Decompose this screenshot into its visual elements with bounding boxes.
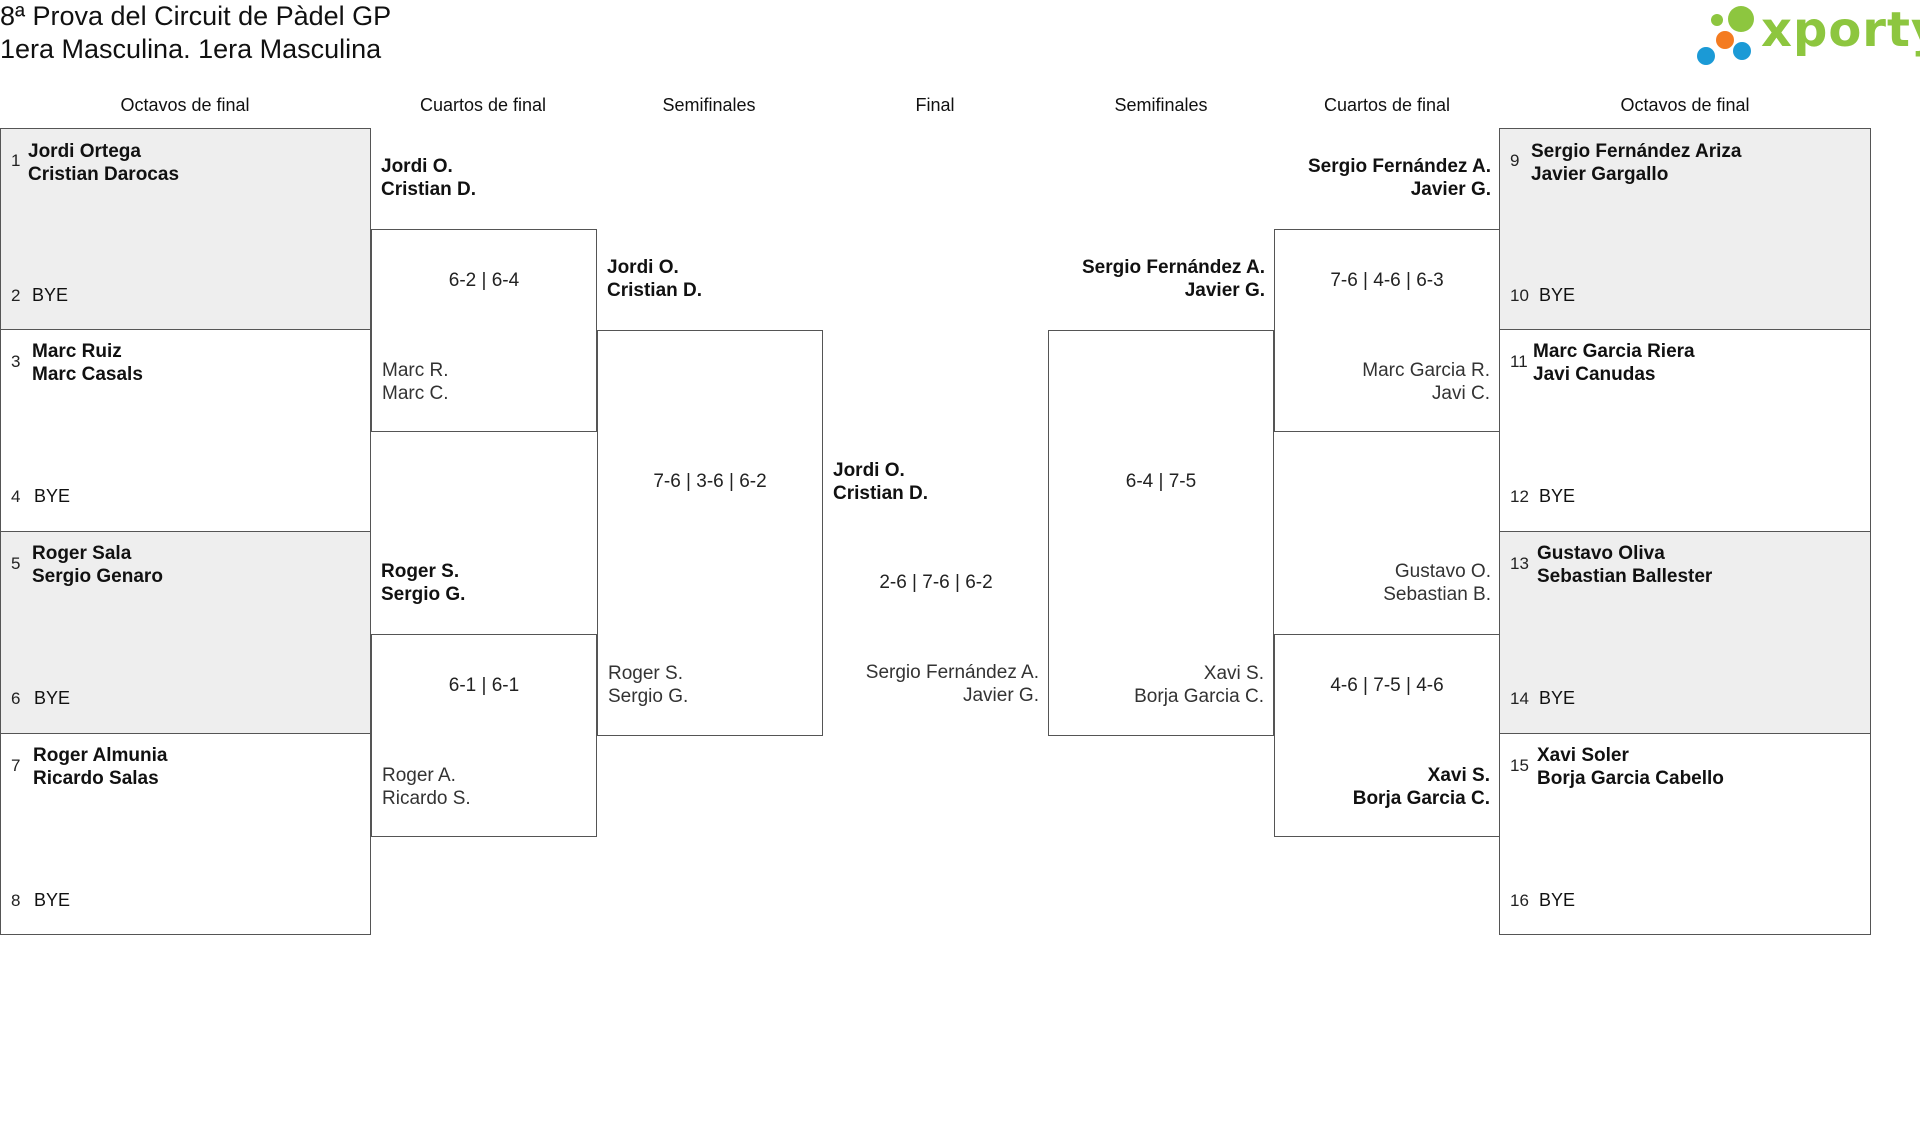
seed-number: 5: [11, 554, 21, 573]
page-title: 8ª Prova del Circuit de Pàdel GP: [0, 1, 392, 31]
sf-winner[interactable]: Sergio Fernández A.Javier G.: [1082, 257, 1265, 301]
seed-number: 11: [1510, 352, 1528, 371]
sf-loser[interactable]: Roger S.Sergio G.: [608, 663, 689, 707]
seed-number: 7: [11, 756, 21, 775]
seed-number: 15: [1510, 756, 1529, 775]
logo-dots-icon: [1697, 6, 1754, 65]
seed-number: 4: [11, 487, 21, 506]
match-score: 4-6 | 7-5 | 4-6: [1330, 675, 1444, 696]
qf-match-2: 6-1 | 6-1 Roger A.Ricardo S.: [371, 634, 597, 837]
bye-label: BYE: [34, 890, 71, 910]
qf-winner[interactable]: Xavi S.Borja Garcia C.: [1352, 765, 1490, 809]
qf-winner[interactable]: Jordi O.Cristian D.: [381, 156, 477, 200]
bye-label: BYE: [34, 688, 71, 708]
logo-text: xporty: [1761, 2, 1920, 58]
sf-match-right: 6-4 | 7-5 Xavi S.Borja Garcia C.: [1048, 330, 1274, 736]
seed-number: 16: [1510, 891, 1529, 910]
qf-winner[interactable]: Roger S.Sergio G.: [381, 561, 466, 605]
col-header-sf-right: Semifinales: [1114, 95, 1208, 115]
qf-winner[interactable]: Sergio Fernández A.Javier G.: [1308, 156, 1491, 200]
seed-number: 2: [11, 286, 21, 305]
match-score: 7-6 | 4-6 | 6-3: [1330, 270, 1444, 291]
col-header-final: Final: [915, 95, 955, 115]
seed-number: 12: [1510, 487, 1529, 506]
final-score: 2-6 | 7-6 | 6-2: [879, 572, 993, 593]
seed-number: 9: [1510, 151, 1520, 170]
bye-label: BYE: [1539, 285, 1576, 305]
qf-loser[interactable]: Gustavo O.Sebastian B.: [1383, 561, 1491, 605]
match-score: 6-4 | 7-5: [1125, 471, 1197, 492]
xporty-logo: xporty: [1695, 2, 1920, 68]
final-winner[interactable]: Jordi O.Cristian D.: [833, 460, 929, 504]
match-score: 6-2 | 6-4: [448, 270, 520, 291]
seed-number: 14: [1510, 689, 1529, 708]
qf-match-1: 6-2 | 6-4 Marc R.Marc C.: [371, 229, 597, 432]
bye-label: BYE: [1539, 486, 1576, 506]
page-subtitle: 1era Masculina. 1era Masculina: [0, 34, 382, 64]
seed-number: 13: [1510, 554, 1529, 573]
seed-number: 10: [1510, 286, 1529, 305]
sf-winner[interactable]: Jordi O.Cristian D.: [607, 257, 703, 301]
qf-loser[interactable]: Marc Garcia R.Javi C.: [1362, 360, 1490, 404]
seed-number: 3: [11, 352, 21, 371]
col-header-qf-right: Cuartos de final: [1323, 95, 1451, 115]
seed-number: 1: [11, 151, 21, 170]
col-header-sf-left: Semifinales: [662, 95, 756, 115]
qf-loser[interactable]: Marc R.Marc C.: [382, 360, 449, 404]
match-score: 6-1 | 6-1: [448, 675, 520, 696]
bye-label: BYE: [34, 486, 71, 506]
final-runner-up[interactable]: Sergio Fernández A.Javier G.: [865, 662, 1039, 706]
sf-loser[interactable]: Xavi S.Borja Garcia C.: [1134, 663, 1264, 707]
bye-label: BYE: [1539, 688, 1576, 708]
match-score: 7-6 | 3-6 | 6-2: [653, 471, 767, 492]
bye-label: BYE: [1539, 890, 1576, 910]
qf-match-3: 7-6 | 4-6 | 6-3 Marc Garcia R.Javi C.: [1274, 229, 1500, 432]
col-header-r16-right: Octavos de final: [1620, 95, 1750, 115]
col-header-qf-left: Cuartos de final: [419, 95, 547, 115]
seed-number: 6: [11, 689, 21, 708]
sf-match-left: 7-6 | 3-6 | 6-2 Roger S.Sergio G.: [597, 330, 823, 736]
bye-label: BYE: [32, 285, 69, 305]
col-header-r16-left: Octavos de final: [120, 95, 250, 115]
seed-number: 8: [11, 891, 21, 910]
qf-loser[interactable]: Roger A.Ricardo S.: [382, 765, 471, 809]
qf-match-4: 4-6 | 7-5 | 4-6 Xavi S.Borja Garcia C.: [1274, 634, 1500, 837]
